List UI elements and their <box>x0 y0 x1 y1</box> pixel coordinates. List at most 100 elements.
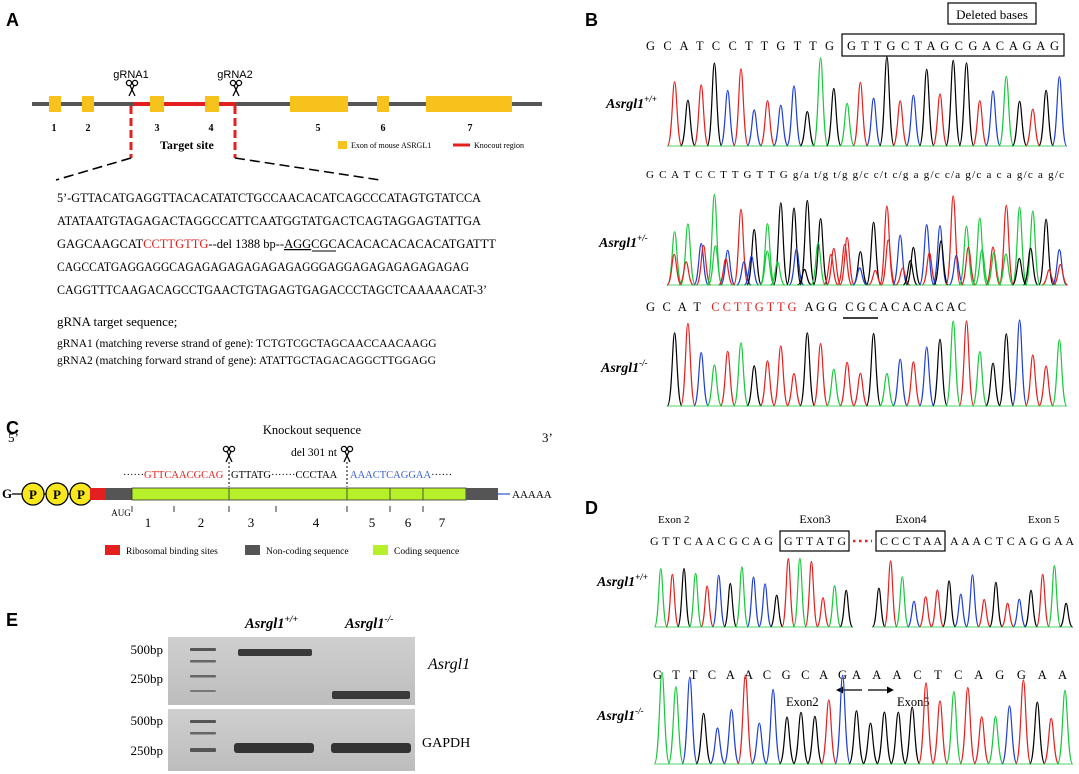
chromatogram-peak <box>905 246 922 286</box>
chromatogram-peak <box>719 89 736 147</box>
chromatogram-peak <box>772 345 789 407</box>
marker-250-bottom: 250bp <box>131 743 164 758</box>
chromatogram-peak <box>942 580 957 628</box>
c-exon-1: 1 <box>145 515 152 530</box>
noncoding-3-block <box>466 488 498 500</box>
chromatogram-peak <box>772 202 789 286</box>
chromatogram-peak <box>987 715 1004 765</box>
legend-exon-swatch <box>338 141 347 149</box>
target-sequence-block: 5’-GTTACATGAGGTTACACATATCTGCCAACACATCAGC… <box>57 191 496 297</box>
panel-a: A 1 2 3 4 5 6 7 gRNA1 gRNA2 Target site … <box>6 10 542 367</box>
exon5-faded-label: Exon 5 <box>1028 514 1060 526</box>
chromatogram-peak <box>918 223 935 286</box>
chromatogram-peak <box>706 62 723 147</box>
chromatogram-peak <box>680 99 696 147</box>
seq-line-1: 5’-GTTACATGAGGTTACACATATCTGCCAACACATCAGC… <box>57 191 481 205</box>
chromatogram-peak <box>960 246 977 286</box>
chromatogram-peak <box>812 342 829 407</box>
chromatogram-peak <box>764 688 782 765</box>
chromatogram-d-ko <box>653 671 1074 765</box>
chromatogram-peak <box>1024 354 1041 407</box>
chromatogram-peak <box>965 574 980 628</box>
chromatogram-peak <box>653 671 671 765</box>
five-prime-label: 5’ <box>8 430 19 445</box>
target-site-label: Target site <box>160 138 215 152</box>
legend-cds-swatch <box>373 545 388 555</box>
chromatogram-peak <box>733 208 749 286</box>
ko-exon5-seq: A A A C T C A G G A A <box>852 668 1067 682</box>
chromatogram-het <box>666 193 1068 286</box>
chromatogram-peak <box>693 351 710 407</box>
band-gapdh-wt <box>234 743 314 753</box>
chromatogram-peak <box>734 566 749 628</box>
seq-line-2: ATATAATGTAGAGACTAGGCCATTCAATGGTATGACTCAG… <box>57 214 481 228</box>
chromatogram-peak <box>918 346 935 407</box>
ladder-band <box>190 675 216 678</box>
chromatogram-peak <box>1000 602 1015 628</box>
marker-250-top: 250bp <box>131 671 164 686</box>
c-exon-5: 5 <box>369 515 376 530</box>
wt-sequence-part2: G T T G C T A G C G A C A G A G <box>847 39 1059 53</box>
chromatogram-peak <box>758 583 773 628</box>
chromatogram-peak <box>792 557 807 628</box>
deleted-seq-red: CCTTGTTG <box>143 237 208 251</box>
chromatogram-peak <box>1011 257 1027 286</box>
chromatogram-peak <box>971 100 988 147</box>
chromatogram-peak <box>971 350 988 407</box>
chromatogram-peak <box>998 204 1015 286</box>
exon-block-2 <box>82 96 94 112</box>
chromatogram-peak <box>879 372 895 407</box>
seq-line-5: CAGGTTTCAAGACAGCCTGAACTGTAGAGTGAGACCCTAG… <box>57 283 487 297</box>
chromatogram-peak <box>778 716 796 765</box>
zoom-line-right <box>234 157 381 181</box>
chromatogram-peak <box>958 320 975 407</box>
chromatogram-peak <box>786 85 802 147</box>
chromatogram-peak <box>948 254 965 286</box>
chromatogram-peak <box>746 228 763 286</box>
chromatogram-peak <box>977 598 992 628</box>
chromatogram-peak <box>985 246 1001 286</box>
chromatogram-peak <box>988 581 1003 628</box>
chromatogram-peak <box>759 222 776 286</box>
chromatogram-peak <box>707 245 724 286</box>
chromatogram-peak <box>804 560 819 628</box>
exon-number-5: 5 <box>316 123 321 134</box>
exon5-start-seq: AAACTCAGGAA······ <box>350 470 452 481</box>
legend-nc-swatch <box>245 545 260 555</box>
c-exon-4: 4 <box>313 515 320 530</box>
chromatogram-peak <box>880 239 897 286</box>
chromatogram-peak <box>781 557 796 628</box>
wt-exon3-seq: G T T A T G <box>784 534 846 548</box>
chromatogram-peak <box>666 81 683 147</box>
chromatogram-peak <box>839 236 855 286</box>
chromatogram-peak <box>680 322 696 407</box>
genotype-label-wt: Asrgl1+/+ <box>605 94 657 112</box>
knockout-sequence-title: Knockout sequence <box>263 423 362 437</box>
chromatogram-peak <box>751 722 768 765</box>
c-exon-6: 6 <box>405 515 412 530</box>
middle-seq: GTTATG·······CCCTAA <box>231 470 338 481</box>
chromatogram-peak <box>820 699 837 765</box>
chromatogram-peak <box>733 342 749 407</box>
chromatogram-peak <box>806 715 824 765</box>
chromatogram-ko <box>666 319 1068 407</box>
chromatogram-peak <box>823 253 839 286</box>
grna-title: gRNA target sequence; <box>57 314 177 329</box>
ladder-band <box>190 690 216 692</box>
panel-c: C Knockout sequence del 301 nt ······GTT… <box>2 418 553 557</box>
deleted-bases-box <box>947 2 1037 25</box>
phosphate-label: P <box>77 487 85 502</box>
gel-column-ko: Asrgl1-/- <box>344 615 393 632</box>
exon4-box <box>875 530 946 552</box>
ladder-band <box>190 660 216 663</box>
chromatogram-peak <box>933 240 949 286</box>
chromatogram-peak <box>759 360 776 407</box>
chromatogram-peak <box>1001 705 1018 765</box>
chromatogram-peak <box>709 727 726 765</box>
chromatogram-peak <box>918 596 933 628</box>
exon3-box <box>779 530 850 552</box>
grna2-sequence-line: gRNA2 (matching forward strand of gene):… <box>57 355 436 367</box>
chromatogram-peak <box>746 109 763 147</box>
chromatogram-peak <box>895 267 911 286</box>
exon2-junction-label: Exon2 <box>786 695 819 709</box>
